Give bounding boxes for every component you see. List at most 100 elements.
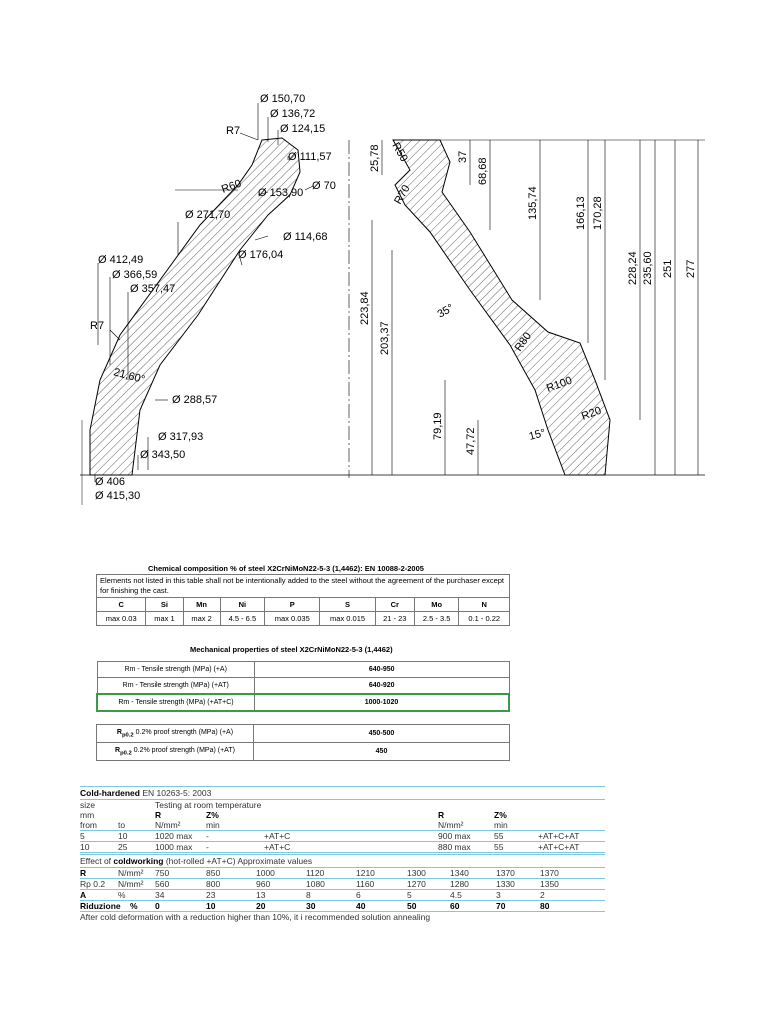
tensile-value-at: 640-920 (254, 677, 510, 695)
tensile-label-a: Rm - Tensile strength (MPa) (+A) (96, 661, 255, 678)
radius-r7-top: R7 (226, 125, 240, 137)
cw-rid-v5: 40 (356, 901, 366, 911)
proof-label-at-main: R (115, 746, 121, 754)
cold-data-row: 10 25 1000 max - +AT+C 880 max 55 +AT+C+… (80, 842, 605, 853)
cw-rid-v9: 80 (540, 901, 550, 911)
coldworking-title-rest: (hot-rolled +AT+C) Approximate values (163, 856, 313, 866)
cold-h2-r: R (155, 810, 162, 820)
proof-value-a: 450-500 (253, 724, 510, 743)
cw-rid-v8: 70 (496, 901, 506, 911)
cw-r-v9: 1370 (540, 868, 559, 878)
cw-rp-v6: 1270 (407, 879, 426, 889)
proof-row-at: Rp0.2 0.2% proof strength (MPa) (+AT) 45… (96, 742, 510, 761)
coldworking-title: Effect of coldworking (hot-rolled +AT+C)… (80, 855, 312, 867)
height-235-60: 235,60 (642, 251, 654, 285)
cw-rid-v2: 10 (206, 901, 216, 911)
height-228-24: 228,24 (627, 251, 639, 285)
tensile-label-at: Rm - Tensile strength (MPa) (+AT) (96, 677, 255, 695)
cold-title-rest: EN 10263-5: 2003 (139, 788, 212, 798)
right-section-hatch (392, 139, 611, 476)
coldwork-row-r: R N/mm² 750 850 1000 1120 1210 1300 1340… (80, 868, 605, 879)
right-dimension-lines (371, 140, 699, 475)
tensile-row-a: Rm - Tensile strength (MPa) (+A) 640-950 (96, 661, 510, 678)
left-section-hatch (89, 137, 301, 476)
tensile-label-atc: Rm - Tensile strength (MPa) (+AT+C) (96, 693, 255, 712)
cold-r1-r2: 900 max (438, 831, 471, 841)
dim-114-68: Ø 114,68 (283, 231, 327, 243)
dim-136-72: Ø 136,72 (270, 108, 315, 120)
cw-r-label: R (80, 868, 87, 878)
height-25-78: 25,78 (369, 144, 381, 172)
cold-h3-from: from (80, 820, 97, 830)
coldworking-title-row: Effect of coldworking (hot-rolled +AT+C)… (80, 854, 605, 868)
dim-317-93: Ø 317,93 (158, 431, 203, 443)
tensile-row-atc-highlighted: Rm - Tensile strength (MPa) (+AT+C) 1000… (96, 693, 510, 712)
dim-366-59: Ø 366,59 (112, 269, 157, 281)
chemical-note: Elements not listed in this table shall … (96, 574, 510, 598)
dim-343-50: Ø 343,50 (140, 449, 185, 461)
height-251: 251 (662, 260, 674, 278)
cw-rid-v6: 50 (407, 901, 417, 911)
proof-label-at-rest: 0.2% proof strength (MPa) (+AT) (131, 746, 235, 754)
chem-header-n: N (458, 597, 510, 612)
cold-h2-r2: R (438, 810, 445, 820)
dim-288-57: Ø 288,57 (172, 394, 217, 406)
cw-a-v4: 8 (306, 890, 311, 900)
height-166-13: 166,13 (575, 196, 587, 230)
chem-header-ni: Ni (219, 597, 266, 612)
cw-rid-v3: 20 (256, 901, 266, 911)
cw-rp-v7: 1280 (450, 879, 469, 889)
cw-rid-unit: % (130, 901, 138, 911)
cw-r-v1: 750 (155, 868, 170, 878)
proof-strength-table: Rp0.2 0.2% proof strength (MPa) (+A) 450… (96, 724, 510, 761)
cold-r1-z2: 55 (494, 831, 504, 841)
dim-271-70: Ø 271,70 (185, 209, 230, 221)
chem-header-mn: Mn (182, 597, 221, 612)
cw-a-v1: 34 (155, 890, 165, 900)
technical-drawing: Ø 150,70 Ø 136,72 Ø 124,15 Ø 111,57 Ø 70… (80, 93, 705, 505)
cw-rp-v9: 1350 (540, 879, 559, 889)
cw-r-v6: 1300 (407, 868, 426, 878)
angle-15: 15° (528, 427, 547, 443)
cw-a-v9: 2 (540, 890, 545, 900)
height-170-28: 170,28 (592, 196, 604, 230)
cw-a-v5: 6 (356, 890, 361, 900)
chem-header-c: C (95, 597, 147, 612)
chem-value-cr: 21 - 23 (374, 611, 415, 626)
coldwork-row-a: A % 34 23 13 8 6 5 4.5 3 2 (80, 890, 605, 901)
chem-value-mo: 2.5 - 3.5 (413, 611, 460, 626)
cw-rp-v2: 800 (206, 879, 221, 889)
height-203-37: 203,37 (379, 321, 391, 355)
dim-150-70: Ø 150,70 (260, 93, 305, 105)
chem-header-s: S (319, 597, 376, 612)
height-223-84: 223,84 (359, 291, 371, 325)
height-68-68: 68,68 (477, 157, 489, 185)
height-79-19: 79,19 (432, 412, 444, 440)
tensile-table: Rm - Tensile strength (MPa) (+A) 640-950… (96, 661, 510, 712)
cold-h1-testing: Testing at room temperature (155, 800, 262, 810)
angle-35: 35° (436, 302, 456, 321)
cold-r2-cond: +AT+C (264, 842, 291, 852)
chem-header-cr: Cr (374, 597, 415, 612)
dim-415-30: Ø 415,30 (95, 490, 140, 502)
cw-r-v8: 1370 (496, 868, 515, 878)
chemical-header-row: C Si Mn Ni P S Cr Mo N (95, 597, 510, 612)
cw-rp-v4: 1080 (306, 879, 325, 889)
mechanical-title: Mechanical properties of steel X2CrNiMoN… (190, 645, 393, 654)
cold-h3-to: to (118, 820, 126, 830)
height-277: 277 (685, 260, 697, 278)
cw-a-v2: 23 (206, 890, 216, 900)
cold-r2-to: 25 (118, 842, 128, 852)
dim-412-49: Ø 412,49 (98, 254, 143, 266)
proof-label-a-sub: p0.2 (121, 732, 134, 739)
dim-124-15: Ø 124,15 (280, 123, 325, 135)
cold-r2-z2: 55 (494, 842, 504, 852)
cold-h2-mm: mm (80, 810, 95, 820)
dim-153-90: Ø 153,90 (258, 187, 303, 199)
cold-r2-cond2: +AT+C+AT (538, 842, 580, 852)
cw-rp-v1: 560 (155, 879, 170, 889)
chemical-title: Chemical composition % of steel X2CrNiMo… (148, 564, 424, 573)
cw-r-v5: 1210 (356, 868, 375, 878)
cold-r1-r: 1020 max (155, 831, 193, 841)
dim-111-57: Ø 111,57 (288, 151, 332, 163)
